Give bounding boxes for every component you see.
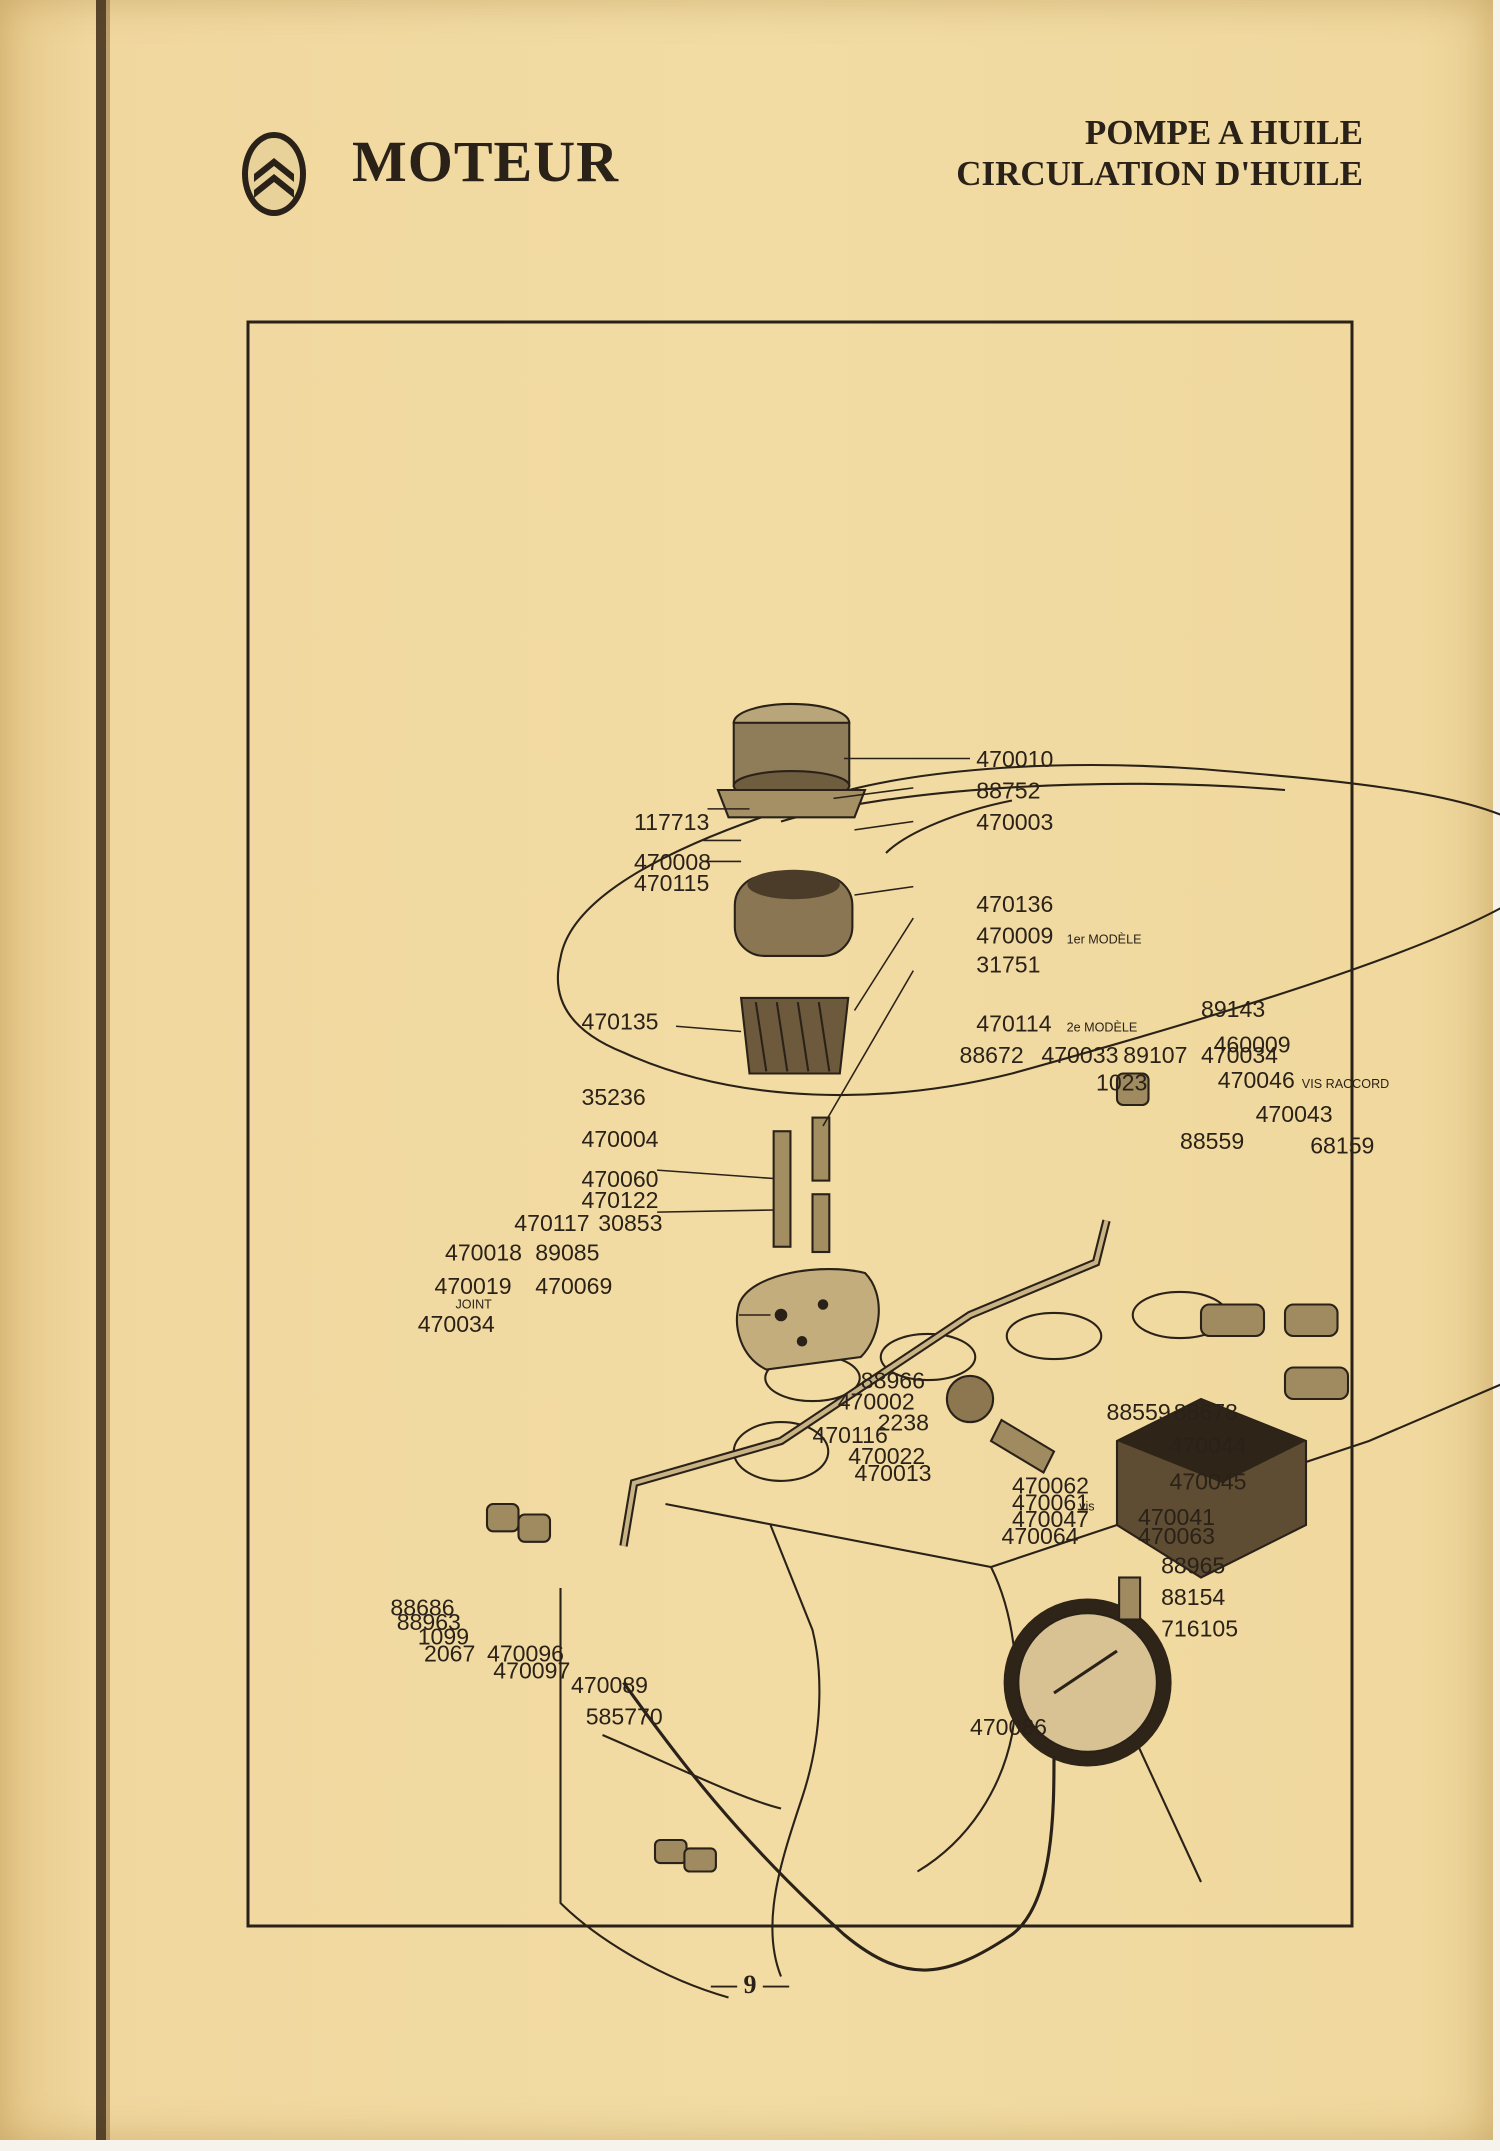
title-line-1: POMPE A HUILE bbox=[1084, 113, 1363, 152]
label-88966: 88966 bbox=[861, 1368, 925, 1394]
label-470041: 470041 bbox=[1138, 1504, 1215, 1530]
label-470136: 470136 bbox=[976, 891, 1053, 917]
label-470122: 470122 bbox=[582, 1187, 659, 1213]
chevron-logo-icon bbox=[242, 132, 306, 216]
label-470046: 470046 bbox=[1218, 1067, 1295, 1093]
label-470045: 470045 bbox=[1170, 1468, 1247, 1494]
label-88559-bottom: 88559 bbox=[1107, 1399, 1171, 1425]
label-117713: 117713 bbox=[634, 809, 709, 835]
label-470086: 470086 bbox=[970, 1714, 1047, 1740]
label-470069: 470069 bbox=[535, 1273, 612, 1299]
label-88686: 88686 bbox=[390, 1594, 454, 1620]
label-470033: 470033 bbox=[1041, 1042, 1118, 1068]
note-470009: 1er MODÈLE bbox=[1067, 931, 1142, 946]
label-470096: 470096 bbox=[487, 1641, 564, 1667]
pump-cover bbox=[735, 1268, 880, 1371]
label-470044: 470044 bbox=[1170, 1433, 1247, 1459]
label-470064: 470064 bbox=[1002, 1523, 1079, 1549]
label-470060: 470060 bbox=[582, 1166, 659, 1192]
side-fittings bbox=[485, 1502, 717, 1873]
label-470135: 470135 bbox=[582, 1008, 659, 1034]
parts-diagram: 470010 88752 117713 470003 470008 470115… bbox=[246, 320, 1500, 1999]
label-470018: 470018 bbox=[445, 1239, 522, 1265]
label-89085: 89085 bbox=[535, 1239, 599, 1265]
page-title: POMPE A HUILE CIRCULATION D'HUILE bbox=[956, 112, 1363, 194]
label-470089: 470089 bbox=[571, 1672, 648, 1698]
oil-pressure-gauge bbox=[1003, 1576, 1172, 1767]
label-470047: 470047 bbox=[1012, 1506, 1089, 1532]
title-line-2: CIRCULATION D'HUILE bbox=[956, 154, 1363, 193]
pressure-switch bbox=[945, 1374, 1056, 1474]
gauge-line bbox=[622, 1681, 1056, 1972]
label-88672: 88672 bbox=[960, 1042, 1024, 1068]
label-470008: 470008 bbox=[634, 849, 711, 875]
label-716105: 716105 bbox=[1161, 1615, 1238, 1641]
label-470004: 470004 bbox=[582, 1126, 659, 1152]
note-470061: vis bbox=[1079, 1499, 1094, 1513]
label-30853: 30853 bbox=[598, 1210, 662, 1236]
label-470034-left: 470034 bbox=[418, 1311, 495, 1337]
binding-spine bbox=[96, 0, 106, 2140]
label-470013: 470013 bbox=[855, 1460, 932, 1486]
label-470116: 470116 bbox=[813, 1422, 888, 1448]
label-88154: 88154 bbox=[1161, 1584, 1225, 1610]
pump-gear bbox=[739, 996, 850, 1075]
label-470114: 470114 bbox=[976, 1011, 1051, 1037]
note-470114: 2e MODÈLE bbox=[1067, 1020, 1138, 1035]
oil-strainer bbox=[716, 702, 867, 819]
section-title: MOTEUR bbox=[352, 129, 619, 194]
label-470097: 470097 bbox=[493, 1657, 570, 1683]
leader-lines bbox=[657, 757, 970, 1316]
engine-drawing bbox=[556, 764, 1500, 1999]
label-35236: 35236 bbox=[582, 1084, 646, 1110]
page-number: — 9 — bbox=[711, 1970, 789, 1999]
label-1099: 1099 bbox=[418, 1624, 469, 1650]
pump-shafts bbox=[772, 1116, 831, 1254]
label-2238: 2238 bbox=[878, 1410, 929, 1436]
label-68159: 68159 bbox=[1310, 1132, 1374, 1158]
label-1023: 1023 bbox=[1096, 1069, 1147, 1095]
label-88559-top: 88559 bbox=[1180, 1128, 1244, 1154]
label-470115: 470115 bbox=[634, 870, 709, 896]
label-460009: 460009 bbox=[1214, 1032, 1291, 1058]
oil-filter-box bbox=[1115, 1397, 1308, 1579]
part-labels: 470010 88752 117713 470003 470008 470115… bbox=[390, 746, 1389, 1740]
label-470061: 470061 bbox=[1012, 1489, 1089, 1515]
label-88678: 88678 bbox=[1174, 1399, 1238, 1425]
pipe-fittings bbox=[1115, 1072, 1350, 1401]
pump-body bbox=[733, 869, 854, 957]
label-470063: 470063 bbox=[1138, 1523, 1215, 1549]
label-470010: 470010 bbox=[976, 746, 1053, 772]
label-470043: 470043 bbox=[1256, 1101, 1333, 1127]
label-470003: 470003 bbox=[976, 809, 1053, 835]
label-470019: 470019 bbox=[435, 1273, 512, 1299]
label-470002: 470002 bbox=[838, 1389, 915, 1415]
label-470117: 470117 bbox=[514, 1210, 589, 1236]
label-88752: 88752 bbox=[976, 777, 1040, 803]
diagram-frame bbox=[246, 320, 1354, 1928]
label-470062: 470062 bbox=[1012, 1473, 1089, 1499]
label-89143: 89143 bbox=[1201, 996, 1265, 1022]
label-470034-top: 470034 bbox=[1201, 1042, 1278, 1068]
label-585770: 585770 bbox=[586, 1704, 663, 1730]
label-88965: 88965 bbox=[1161, 1552, 1225, 1578]
binding-shadow bbox=[106, 0, 110, 2140]
label-31751: 31751 bbox=[976, 952, 1040, 978]
label-89107: 89107 bbox=[1123, 1042, 1187, 1068]
label-470009: 470009 bbox=[976, 922, 1053, 948]
label-2067: 2067 bbox=[424, 1641, 475, 1667]
note-470046: VIS RACCORD bbox=[1302, 1077, 1389, 1091]
label-470022: 470022 bbox=[848, 1443, 925, 1469]
note-470019: JOINT bbox=[456, 1298, 493, 1312]
label-88963: 88963 bbox=[397, 1609, 461, 1635]
